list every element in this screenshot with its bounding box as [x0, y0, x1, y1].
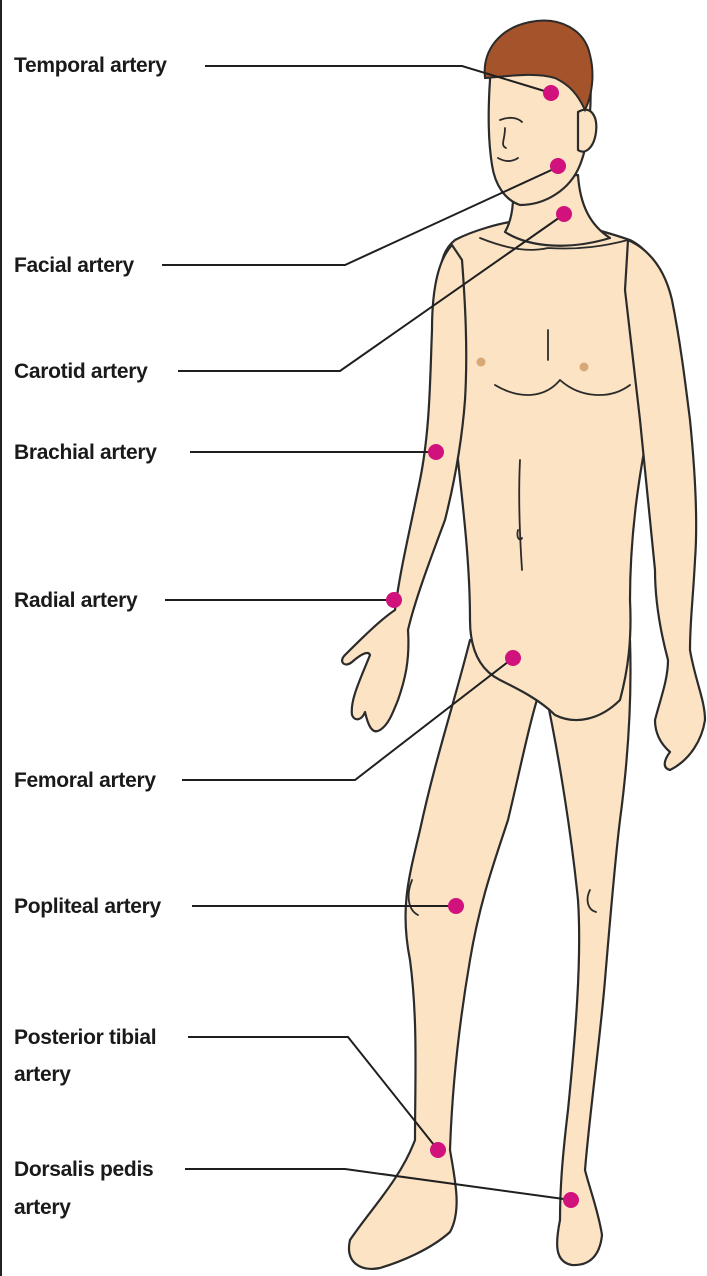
brachial-pulse-point [428, 444, 444, 460]
popliteal-pulse-point [448, 898, 464, 914]
carotid-artery-label: Carotid artery [14, 357, 148, 387]
dorsalis-pedis-pulse-point [563, 1192, 579, 1208]
posterior-tibial-artery-label-line1: Posterior tibial [14, 1023, 156, 1053]
dorsalis-pedis-leader-line [185, 1169, 571, 1200]
carotid-pulse-point [556, 206, 572, 222]
facial-artery-label: Facial artery [14, 251, 134, 281]
right-arm [342, 245, 466, 731]
femoral-pulse-point [505, 650, 521, 666]
temporal-pulse-point [543, 85, 559, 101]
brachial-artery-label: Brachial artery [14, 438, 157, 468]
temporal-artery-label: Temporal artery [14, 51, 167, 81]
ear [578, 110, 596, 152]
right-leg [349, 640, 540, 1269]
posterior-tibial-pulse-point [430, 1142, 446, 1158]
dorsalis-pedis-artery-label-line1: Dorsalis pedis [14, 1155, 153, 1185]
dorsalis-pedis-artery-label-line2: artery [14, 1193, 71, 1223]
left-leg [545, 640, 631, 1265]
right-nipple [477, 358, 486, 367]
radial-pulse-point [386, 592, 402, 608]
radial-artery-label: Radial artery [14, 586, 137, 616]
popliteal-artery-label: Popliteal artery [14, 892, 161, 922]
posterior-tibial-artery-label-line2: artery [14, 1060, 71, 1090]
posterior-tibial-leader-line [188, 1037, 438, 1150]
femoral-artery-label: Femoral artery [14, 766, 156, 796]
facial-pulse-point [550, 158, 566, 174]
left-nipple [580, 363, 589, 372]
